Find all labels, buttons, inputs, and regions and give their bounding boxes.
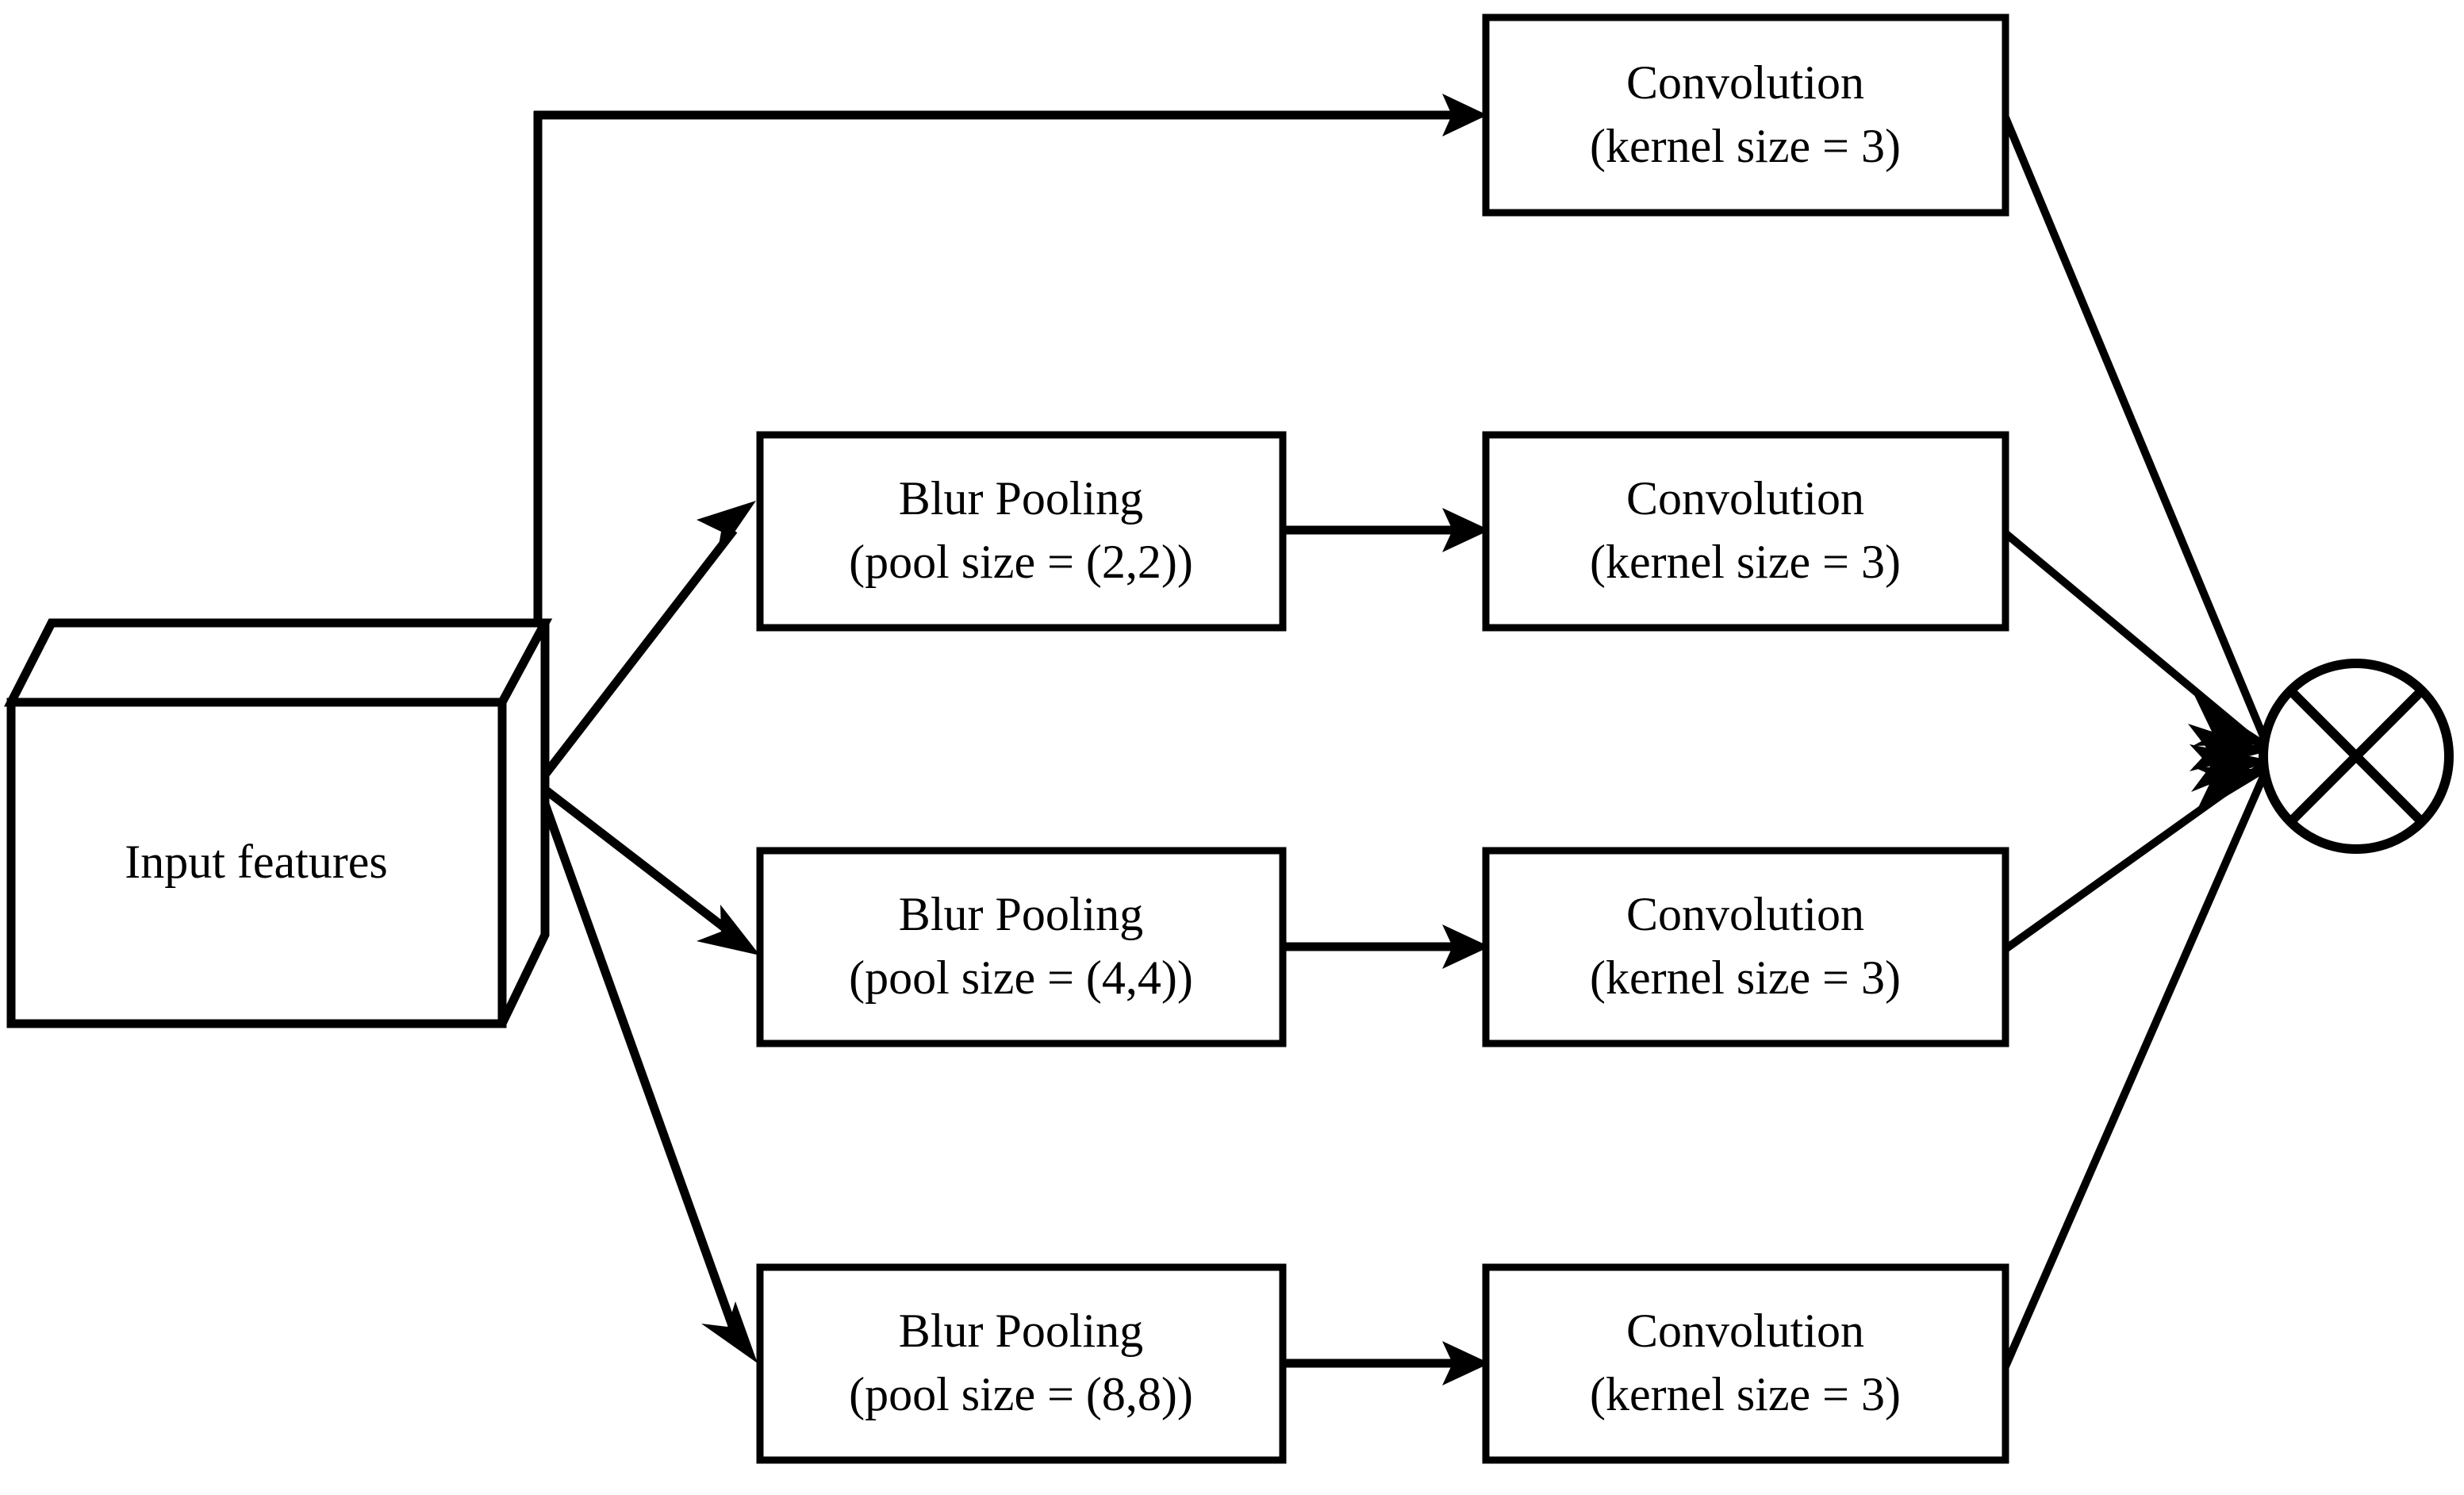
arrowhead-conv2 xyxy=(1442,508,1490,552)
edge-input-to-pool4 xyxy=(533,782,743,1343)
node-convolution-4[interactable]: Convolution (kernel size = 3) xyxy=(1482,1263,2009,1464)
node-convolution-3[interactable]: Convolution (kernel size = 3) xyxy=(1482,847,2009,1047)
blur-pooling-3-line1: Blur Pooling xyxy=(899,888,1143,940)
arrowhead-merge-4 xyxy=(2193,767,2270,816)
convolution-1-box xyxy=(1482,13,2009,217)
blur-pooling-4-line1: Blur Pooling xyxy=(899,1305,1143,1357)
arrowhead-conv4 xyxy=(1442,1341,1490,1385)
edge-conv4-to-merge xyxy=(2002,769,2270,1369)
edge-input-to-pool2 xyxy=(534,527,738,787)
convolution-3-line2: (kernel size = 3) xyxy=(1590,951,1901,1004)
cube-front-face xyxy=(6,698,507,1028)
blur-pooling-4-line2: (pool size = (8,8)) xyxy=(849,1368,1193,1420)
input-features-label: Input features xyxy=(125,836,388,888)
edge-input-to-pool3 xyxy=(535,780,741,942)
edge-group xyxy=(533,94,2270,1385)
arrowhead-conv3 xyxy=(1442,924,1490,969)
convolution-1-line1: Convolution xyxy=(1626,56,1864,109)
cube-top-face-path xyxy=(4,618,553,707)
convolution-4-box xyxy=(1482,1263,2009,1464)
node-blur-pooling-3[interactable]: Blur Pooling (pool size = (4,4)) xyxy=(756,847,1287,1047)
convolution-4-line1: Convolution xyxy=(1626,1305,1864,1357)
convolution-3-line1: Convolution xyxy=(1626,888,1864,940)
edge-conv1-to-merge xyxy=(2002,116,2270,744)
arrowhead-merge-1 xyxy=(2193,695,2270,746)
convolution-2-line1: Convolution xyxy=(1626,472,1864,525)
blur-pooling-2-box xyxy=(756,431,1287,632)
merge-cross-stroke xyxy=(2287,687,2425,825)
node-blur-pooling-4[interactable]: Blur Pooling (pool size = (8,8)) xyxy=(756,1263,1287,1464)
arrowhead-pool2 xyxy=(697,501,756,559)
blur-pooling-4-box xyxy=(756,1263,1287,1464)
convolution-1-line2: (kernel size = 3) xyxy=(1590,120,1901,172)
convolution-4-line2: (kernel size = 3) xyxy=(1590,1368,1901,1420)
node-convolution-1[interactable]: Convolution (kernel size = 3) xyxy=(1482,13,2009,217)
convolution-3-box xyxy=(1482,847,2009,1047)
arrowhead-conv1 xyxy=(1442,94,1487,136)
merge-node-circled-cross-icon[interactable] xyxy=(2259,659,2454,854)
node-convolution-2[interactable]: Convolution (kernel size = 3) xyxy=(1482,431,2009,632)
blur-pooling-2-line1: Blur Pooling xyxy=(899,472,1143,525)
blur-pooling-2-line2: (pool size = (2,2)) xyxy=(849,536,1193,588)
cube-right-face xyxy=(497,621,550,1026)
arrowhead-pool4 xyxy=(701,1301,758,1363)
arrowhead-pool3 xyxy=(697,905,760,955)
node-blur-pooling-2[interactable]: Blur Pooling (pool size = (2,2)) xyxy=(756,431,1287,632)
blur-pooling-3-box xyxy=(756,847,1287,1047)
input-features-cube[interactable]: Input features xyxy=(4,618,553,1028)
blur-pooling-3-line2: (pool size = (4,4)) xyxy=(849,951,1193,1004)
convolution-2-line2: (kernel size = 3) xyxy=(1590,536,1901,588)
convolution-2-box xyxy=(1482,431,2009,632)
